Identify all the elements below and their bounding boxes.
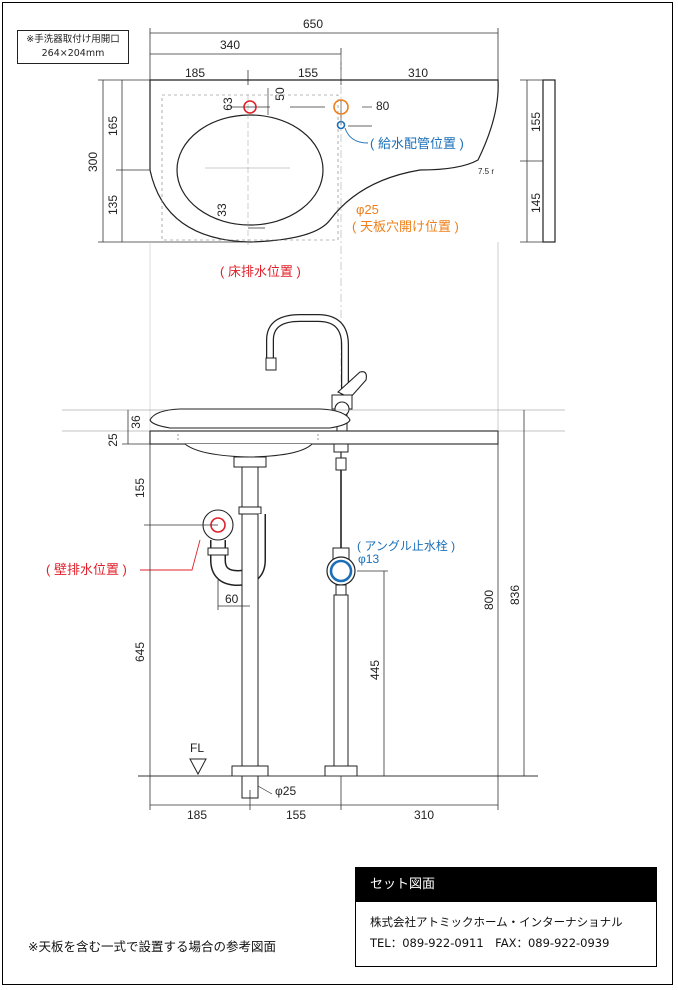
dim-bottom (149, 776, 499, 810)
phi25-top-label: φ25 (356, 202, 379, 217)
drain-nut (233, 456, 267, 468)
countertop-slab (149, 430, 499, 445)
dim-155-elev-label: 155 (133, 478, 147, 498)
floor-drain-label: ( 床排水位置 ) (220, 264, 301, 279)
dim-right-plan (520, 79, 543, 243)
basin-rim (149, 408, 351, 429)
dim-165-label: 165 (106, 116, 120, 136)
dim-145r-label: 145 (529, 193, 543, 213)
dim-elev-right (357, 410, 525, 776)
dim-33-label: 33 (215, 203, 229, 217)
dim-135-label: 135 (106, 195, 120, 215)
basin-plan (176, 114, 324, 226)
phi25-bottom-leader (257, 785, 273, 795)
trap-nut-side (207, 547, 229, 556)
faucet-spout (266, 314, 349, 395)
angle-valve-marker (329, 559, 353, 583)
counter-plan-outline (149, 79, 499, 243)
opening-note-line1: ※手洗器取付け用開口 (26, 34, 120, 45)
wall-drain-label: ( 壁排水位置 ) (46, 562, 127, 577)
fl-label: FL (190, 741, 204, 755)
dim-800-label: 800 (482, 590, 496, 610)
drain-tailpiece (241, 466, 259, 508)
dim-elev-left-top (122, 410, 150, 445)
dim-25-label: 25 (106, 433, 120, 447)
supply-hose-fitting (335, 457, 347, 471)
fl-triangle-icon (189, 758, 207, 776)
company-name: 株式会社アトミックホーム・インターナショナル (370, 915, 623, 929)
opening-note-line2: 264×204mm (41, 48, 105, 59)
dim-elev-left (144, 444, 218, 776)
supply-pipe (333, 594, 349, 767)
title-block-heading: セット図面 (356, 868, 656, 902)
dim-left-plan (98, 79, 250, 243)
dim-650-label: 650 (303, 17, 323, 31)
floor-drain-marker (243, 100, 257, 114)
plan-marker-dims (230, 88, 372, 229)
dim-bottom-155: 155 (286, 808, 306, 822)
drain-pipe (241, 513, 259, 767)
dim-bottom-185: 185 (187, 808, 207, 822)
dim-645-label: 645 (133, 642, 147, 662)
radius-label: 7.5 r (478, 167, 494, 176)
dim-36-label: 36 (129, 415, 143, 429)
faucet-lever (337, 371, 367, 399)
supply-connector (333, 443, 349, 453)
supply-leader (344, 127, 369, 144)
opening-dashed (161, 94, 339, 241)
supply-floor-flange (324, 765, 358, 777)
dim-155r-label: 155 (529, 112, 543, 132)
dim-300-label: 300 (86, 152, 100, 172)
dim-63-label: 63 (221, 97, 235, 111)
dim-top-155: 155 (298, 66, 318, 80)
floor-flange (231, 765, 269, 777)
contact-line: TEL：089-922-0911 FAX：089-922-0939 (370, 936, 610, 950)
title-block: セット図面 株式会社アトミックホーム・インターナショナル TEL：089-922… (355, 867, 657, 967)
supply-label: ( 給水配管位置 ) (370, 136, 464, 151)
phi13-label: φ13 (358, 552, 379, 566)
wall-drain-leader (140, 539, 201, 571)
trap-nut-top (238, 506, 262, 515)
dim-80-label: 80 (376, 99, 390, 113)
dim-50-label: 50 (273, 87, 287, 101)
dim-836-label: 836 (508, 585, 522, 605)
basin-underside (184, 443, 313, 458)
counter-side-view (542, 79, 556, 243)
footnote: ※天板を含む一式で設置する場合の参考図面 (28, 939, 276, 954)
dim-top-310: 310 (408, 66, 428, 80)
counter-hole-label: ( 天板穴開け位置 ) (352, 219, 459, 234)
valve-body (335, 584, 347, 596)
angle-valve-label: ( アングル止水栓 ) (357, 538, 455, 553)
dim-60-label: 60 (225, 592, 239, 606)
dim-340-label: 340 (220, 38, 240, 52)
faucet-aerator (265, 357, 277, 371)
phi25-bottom-label: φ25 (275, 784, 296, 798)
dim-top-185: 185 (185, 66, 205, 80)
dim-60 (217, 580, 250, 610)
dim-bottom-310: 310 (414, 808, 434, 822)
dim-445-label: 445 (368, 660, 382, 680)
opening-note: ※手洗器取付け用開口 264×204mm (17, 30, 129, 64)
